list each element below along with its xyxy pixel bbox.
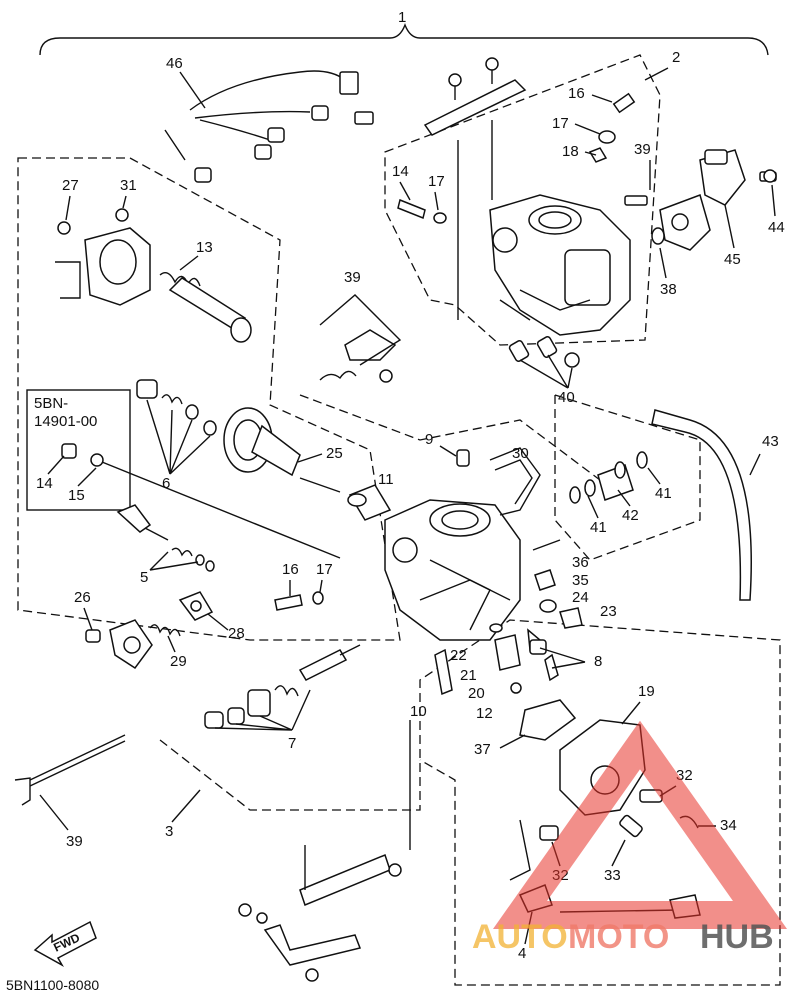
diaphragm-25 (223, 407, 341, 493)
carburetor-upper (489, 194, 631, 336)
callout-46: 46 (166, 55, 183, 72)
callout-5: 5 (140, 569, 148, 586)
screws-40 (508, 336, 580, 368)
callout-41-left: 41 (590, 519, 607, 536)
callout-19: 19 (638, 683, 655, 700)
callout-6: 6 (162, 475, 170, 492)
callout-8: 8 (594, 653, 602, 670)
callout-13: 13 (196, 239, 213, 256)
cover-26 (85, 619, 153, 670)
callout-17-mid: 17 (428, 173, 445, 190)
hose-43 (651, 409, 752, 601)
callout-2: 2 (672, 49, 680, 66)
screw-9 (456, 449, 470, 467)
callout-40: 40 (558, 389, 575, 406)
callout-17-top: 17 (552, 115, 569, 132)
watermark-part2: MOTO (568, 918, 669, 956)
callout-16-mid: 16 (282, 561, 299, 578)
group-outline-39 (299, 394, 601, 481)
callout-1: 1 (398, 9, 406, 26)
ref-box-line1: 5BN- (34, 395, 68, 412)
callout-7: 7 (288, 735, 296, 752)
spring-29 (149, 624, 181, 637)
callout-14-box: 14 (36, 475, 53, 492)
group-outline-right (554, 394, 701, 561)
group-outline-3 (159, 619, 781, 986)
callout-39-mid: 39 (344, 269, 361, 286)
screw-16-mid (274, 591, 324, 611)
callout-11: 11 (378, 471, 394, 488)
callout-31: 31 (120, 177, 137, 194)
callout-12: 12 (476, 705, 493, 722)
callout-9: 9 (425, 431, 433, 448)
part-11 (347, 484, 392, 521)
callout-28: 28 (228, 625, 245, 642)
parts-6 (136, 379, 217, 436)
callout-27: 27 (62, 177, 79, 194)
callout-3: 3 (165, 823, 173, 840)
parts-jets (434, 539, 583, 741)
callout-34: 34 (720, 817, 737, 834)
callout-36: 36 (572, 554, 589, 571)
carburetor-lower (384, 499, 521, 641)
plate-28 (178, 591, 214, 621)
callout-23: 23 (600, 603, 617, 620)
fwd-arrow: FWD (33, 920, 97, 967)
ref-box-line2: 14901-00 (34, 413, 97, 430)
screw-14-top (397, 198, 447, 224)
callout-25: 25 (326, 445, 343, 462)
watermark-part3: HUB (700, 918, 774, 956)
callout-37: 37 (474, 741, 491, 758)
callout-41-right: 41 (655, 485, 672, 502)
callout-17-low: 17 (316, 561, 333, 578)
callout-38: 38 (660, 281, 677, 298)
callout-44: 44 (768, 219, 785, 236)
callout-39-top: 39 (634, 141, 651, 158)
callout-4: 4 (518, 945, 526, 962)
callout-35: 35 (572, 572, 589, 589)
fitting-42 (569, 451, 648, 504)
mounting-plate (423, 57, 527, 136)
shaft-39 (14, 734, 126, 806)
reference-box: 5BN- 14901-00 14 15 (26, 389, 131, 511)
callout-33: 33 (604, 867, 621, 884)
diaphragm-cover (55, 208, 151, 306)
callout-45: 45 (724, 251, 741, 268)
bracket-39-mid (319, 329, 397, 383)
callout-20: 20 (468, 685, 485, 702)
assembly-bracket (39, 23, 769, 56)
watermark-part1: AUTO (472, 918, 568, 956)
spring-13 (159, 272, 252, 343)
top-small-parts (588, 92, 636, 163)
diagram-code: 5BN1100-8080 (6, 977, 99, 993)
callout-16-top: 16 (568, 85, 585, 102)
callout-43: 43 (762, 433, 779, 450)
parts-7 (204, 644, 361, 729)
bottom-stay (238, 854, 402, 982)
callout-39-bottom: 39 (66, 833, 83, 850)
callout-30: 30 (512, 445, 529, 462)
callout-29: 29 (170, 653, 187, 670)
callout-24: 24 (572, 589, 589, 606)
callout-14-top: 14 (392, 163, 409, 180)
callout-18: 18 (562, 143, 579, 160)
watermark-triangle (492, 720, 788, 929)
sensor-assembly (624, 149, 777, 251)
callout-26: 26 (74, 589, 91, 606)
callout-42: 42 (622, 507, 639, 524)
group-outline-2 (384, 54, 661, 346)
callout-21: 21 (460, 667, 477, 684)
callout-10: 10 (410, 703, 427, 720)
group-outline-left (17, 157, 401, 641)
callout-22: 22 (450, 647, 467, 664)
wiring-harness (164, 70, 374, 183)
watermark-logo: AUTO MOTO HUB (472, 720, 788, 956)
callout-15: 15 (68, 487, 85, 504)
needle-5 (116, 504, 215, 572)
pipe-30 (489, 447, 541, 516)
